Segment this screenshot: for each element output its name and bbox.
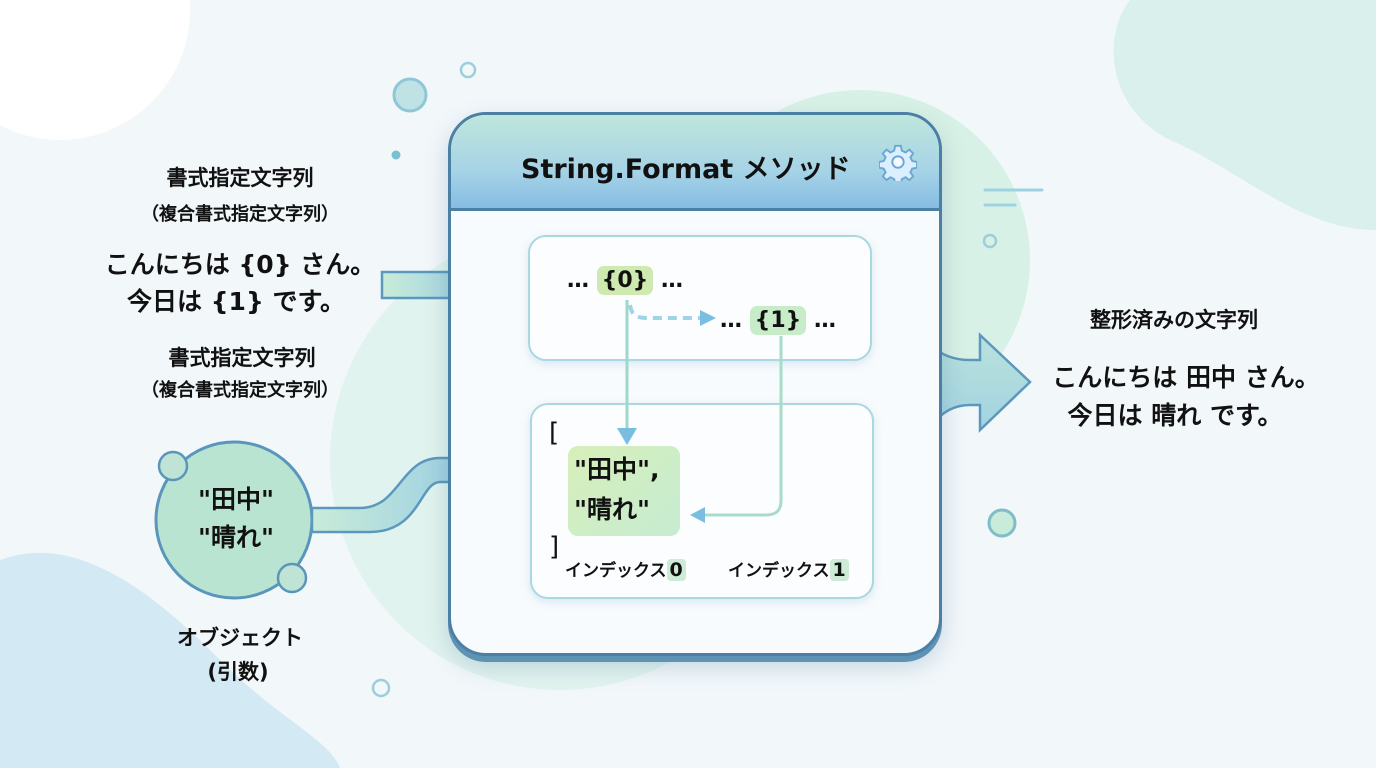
blob-bottom-left — [0, 552, 340, 768]
ellipsis: … — [660, 268, 683, 293]
index-text: インデックス — [565, 561, 667, 581]
ellipsis: … — [813, 308, 836, 333]
format-string-label-2: 書式指定文字列 — [168, 346, 316, 370]
argument-values: "田中", "晴れ" — [568, 446, 680, 536]
format-token-0: … {0} … — [567, 266, 683, 295]
object-circle-dot — [157, 450, 189, 482]
placeholder-1-chip: {1} — [749, 306, 807, 335]
deco-circle — [987, 508, 1017, 538]
format-string-line1: こんにちは {0} さん。 — [104, 250, 376, 279]
format-string-sublabel-2: （複合書式指定文字列） — [141, 380, 339, 401]
index-text: インデックス — [728, 561, 830, 581]
object-value-1: "田中" — [197, 485, 275, 514]
format-string-label: 書式指定文字列 — [166, 166, 314, 190]
deco-circle — [982, 233, 998, 249]
ellipsis: … — [567, 268, 589, 293]
object-label: オブジェクト — [177, 626, 303, 650]
panel-header: String.Format メソッド — [451, 115, 939, 211]
index-number: 1 — [829, 559, 849, 581]
placeholder-0-chip: {0} — [596, 266, 654, 295]
argument-value-0: "田中", — [574, 455, 660, 484]
result-label: 整形済みの文字列 — [1090, 308, 1258, 332]
format-string-box — [528, 235, 872, 361]
blob-top-right — [1113, 0, 1376, 230]
result-line1: こんにちは 田中 さん。 — [1052, 363, 1320, 392]
result-line2: 今日は 晴れ です。 — [1067, 401, 1283, 430]
deco-circle — [371, 678, 391, 698]
close-bracket: ] — [549, 532, 560, 562]
ellipsis: … — [720, 308, 742, 333]
object-sublabel: (引数) — [207, 660, 269, 684]
format-string-line2: 今日は {1} です。 — [127, 287, 345, 316]
open-bracket: [ — [549, 418, 560, 448]
object-value-2: "晴れ" — [197, 523, 275, 552]
object-circle-dot — [276, 562, 308, 594]
panel-title: String.Format メソッド — [521, 154, 851, 185]
deco-dot — [391, 150, 401, 160]
format-token-1: … {1} … — [720, 306, 836, 335]
index-number: 0 — [666, 559, 686, 581]
blob-top-left — [0, 0, 190, 140]
deco-circle — [392, 77, 428, 113]
deco-circle — [459, 61, 477, 79]
format-string-sublabel: （複合書式指定文字列） — [141, 204, 339, 225]
argument-value-1: "晴れ" — [574, 495, 651, 524]
gear-icon — [879, 144, 917, 181]
